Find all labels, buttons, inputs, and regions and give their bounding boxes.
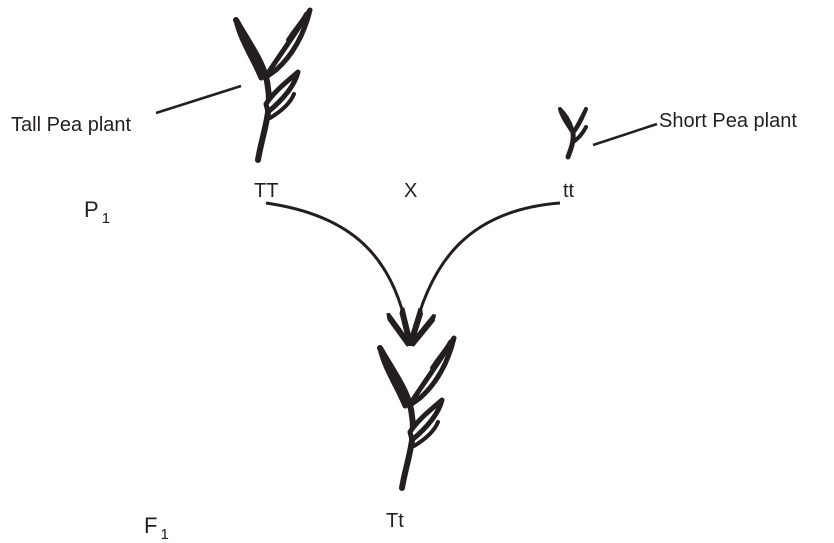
offspring-genotype: Tt [386, 510, 404, 532]
short-label-leader-line [592, 122, 658, 147]
short-genotype: tt [563, 180, 575, 202]
f1-letter: F [144, 513, 158, 538]
offspring-pea-plant-icon [380, 338, 454, 488]
p1-subscript: 1 [101, 210, 111, 227]
left-cross-arrow [265, 201, 409, 340]
tall-label-leader-line [155, 84, 242, 115]
tall-pea-plant-label: Tall Pea plant [11, 114, 132, 136]
right-cross-arrow [412, 201, 561, 340]
p1-letter: P [84, 197, 99, 222]
short-pea-plant-label: Short Pea plant [659, 110, 797, 132]
short-pea-plant-icon [560, 109, 586, 157]
f1-subscript: 1 [160, 526, 169, 543]
tall-genotype: TT [254, 180, 279, 202]
cross-symbol: X [404, 180, 418, 202]
tall-pea-plant-icon [236, 10, 310, 160]
